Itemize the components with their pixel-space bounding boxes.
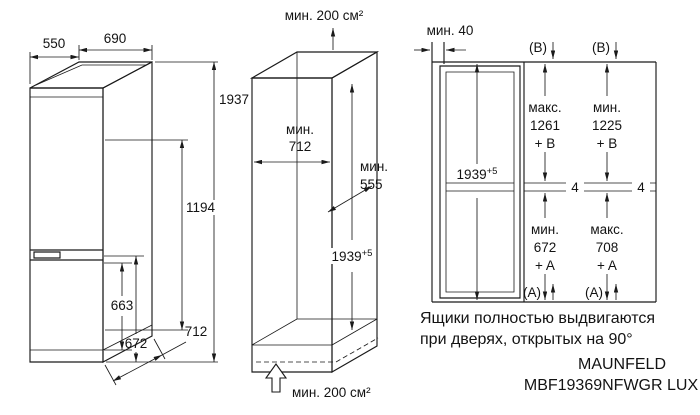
appliance-door-split-lines: [446, 182, 514, 192]
vent-bottom-label: мин. 200 см²: [292, 385, 371, 400]
niche-isometric-figure: мин. 200 см² мин. 712 мин. 555 1939+5 ми…: [249, 8, 388, 400]
chain-right-upper-line1: мин.: [593, 100, 621, 115]
dim-663-label: 663: [111, 298, 134, 313]
dim-1937-label: 1937: [219, 92, 249, 107]
fridge-top-inset-line: [35, 64, 147, 86]
chain-right-lower-line3: + A: [597, 258, 617, 273]
door-height-label: 1939+5: [457, 166, 498, 182]
niche-depth-value: 555: [360, 177, 383, 192]
airflow-arrow-icon: [264, 363, 288, 393]
dim-712-leader: [161, 341, 187, 356]
chain-left-lower-line2: 672: [534, 240, 557, 255]
fridge-top-face: [29, 61, 153, 89]
fridge-front-face: [29, 87, 104, 363]
a-right-label: (A): [585, 285, 603, 300]
fridge-door-gap-lines: [30, 249, 103, 261]
a-left-label: (A): [523, 285, 541, 300]
label-backing: [329, 248, 375, 264]
dim-690-label: 690: [104, 31, 127, 46]
vent-top-label: мин. 200 см²: [285, 8, 364, 23]
niche-height-label: 1939+5: [332, 248, 373, 264]
niche-width-min-label: мин.: [286, 122, 314, 137]
label-backing: [451, 166, 503, 182]
niche-top-face: [249, 51, 380, 79]
ext-lines-1194: [105, 139, 188, 331]
dim-550-label: 550: [43, 36, 66, 51]
min-gap-40-label: мин. 40: [427, 23, 474, 38]
dim-712-line: [112, 354, 163, 382]
chain-left-lower-line3: + A: [535, 258, 555, 273]
b-left-label: (B): [529, 40, 547, 55]
fridge-isometric-figure: 550 690 1937 1194 663 672 712: [29, 31, 249, 386]
gap-4-left-label: 4: [571, 180, 579, 195]
niche-vent-dashed-line: [256, 337, 379, 363]
chain-left-upper-line2: 1261: [530, 118, 560, 133]
b-right-label: (B): [592, 40, 610, 55]
chain-left-upper-line3: + B: [535, 136, 556, 151]
ext-lines-663: [104, 262, 132, 351]
chain-right-lower-line2: 708: [596, 240, 619, 255]
furniture-door-gap-lines: [524, 182, 656, 192]
niche-front-view-figure: мин. 40 (B) (B) макс. 1261 + B мин. 1225…: [414, 23, 657, 303]
niche-interior-lines: [251, 52, 378, 346]
appliance-door-inner: [445, 71, 515, 293]
niche-depth-arrow: [327, 185, 373, 213]
chain-right-upper-line3: + B: [597, 136, 618, 151]
ext-lines-712: [104, 338, 166, 386]
fridge-side-face: [102, 61, 153, 363]
label-backing: [184, 200, 216, 215]
niche-side-face: [331, 51, 378, 373]
fridge-handle: [33, 251, 61, 259]
chain-right-upper-line2: 1225: [592, 118, 622, 133]
dim-712-label: 712: [185, 324, 208, 339]
note-line1: Ящики полностью выдвигаются: [420, 310, 655, 327]
note-line2: при дверях, открытых на 90°: [420, 331, 633, 348]
fridge-base-lines: [30, 324, 153, 351]
brand-name: MAUNFELD: [578, 356, 666, 373]
dim-1194-label: 1194: [186, 200, 216, 215]
chain-right-lower-line1: макс.: [590, 222, 623, 237]
gap-4-right-label: 4: [637, 180, 645, 195]
brand-block: MAUNFELD MBF19369NFWGR LUX: [524, 356, 699, 394]
chain-left-upper-line1: макс.: [528, 100, 561, 115]
niche-front-frame: [251, 77, 333, 373]
brand-model: MBF19369NFWGR LUX: [524, 377, 699, 394]
niche-width-value: 712: [289, 139, 312, 154]
appliance-door-outer: [439, 65, 521, 299]
dim-672-label: 672: [125, 336, 148, 351]
note-text: Ящики полностью выдвигаются при дверях, …: [420, 310, 655, 348]
chain-left-lower-line1: мин.: [531, 222, 559, 237]
niche-depth-min-label: мин.: [360, 159, 388, 174]
